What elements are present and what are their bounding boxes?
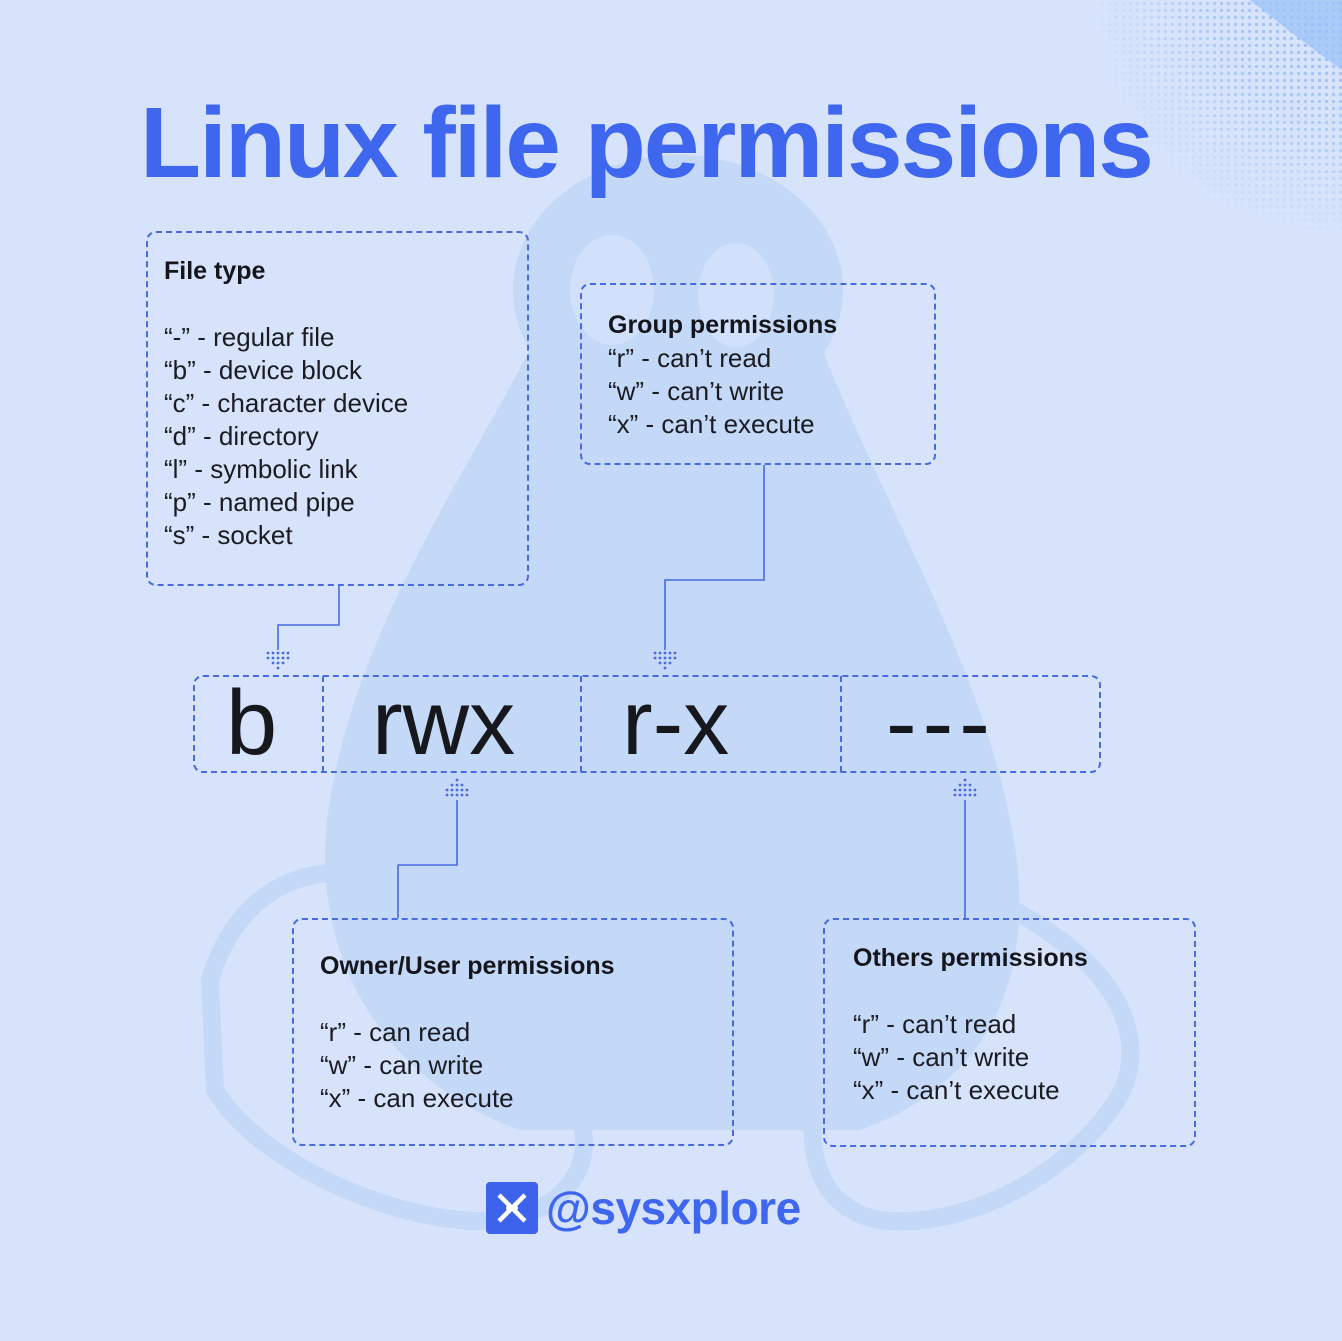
- file-type-title: File type: [164, 257, 266, 285]
- others-permission-chars: ---: [886, 672, 996, 774]
- owner-permission-item: “x” - can execute: [320, 1083, 514, 1113]
- connector-lines: [277, 465, 966, 918]
- group-permission-item: “w” - can’t write: [608, 376, 785, 406]
- sysxplore-logo-icon: [486, 1182, 538, 1234]
- segment-divider: [840, 676, 842, 772]
- others-permission-item: “x” - can’t execute: [853, 1075, 1060, 1105]
- file-type-box: File type “-” - regular file “b” - devic…: [146, 231, 529, 586]
- tux-penguin-watermark: [200, 155, 1140, 1231]
- owner-permissions-title: Owner/User permissions: [320, 952, 615, 980]
- others-permissions-box: Others permissions “r” - can’t read “w” …: [823, 918, 1196, 1147]
- group-permissions-box: Group permissions “r” - can’t read “w” -…: [580, 283, 936, 465]
- owner-permissions-box: Owner/User permissions “r” - can read “w…: [292, 918, 734, 1146]
- owner-permission-chars: rwx: [372, 672, 516, 774]
- file-type-item: “c” - character device: [164, 388, 409, 418]
- segment-divider: [580, 676, 582, 772]
- file-type-char: b: [226, 672, 278, 774]
- file-type-item: “d” - directory: [164, 421, 319, 451]
- owner-permission-item: “w” - can write: [320, 1050, 484, 1080]
- brand-handle: @sysxplore: [546, 1182, 801, 1234]
- halftone-corner-pattern: [1090, 0, 1342, 240]
- connector-dot-markers: [266, 651, 977, 797]
- others-permission-item: “w” - can’t write: [853, 1042, 1030, 1072]
- file-type-item: “p” - named pipe: [164, 487, 355, 517]
- permission-string-frame: [193, 675, 1101, 773]
- page-title: Linux file permissions: [140, 87, 1154, 199]
- owner-permission-item: “r” - can read: [320, 1017, 471, 1047]
- segment-divider: [322, 676, 324, 772]
- group-permissions-title: Group permissions: [608, 311, 838, 339]
- file-type-item: “s” - socket: [164, 520, 293, 550]
- others-permission-item: “r” - can’t read: [853, 1009, 1017, 1039]
- file-type-item: “-” - regular file: [164, 322, 335, 352]
- others-permissions-title: Others permissions: [853, 944, 1088, 972]
- file-type-item: “l” - symbolic link: [164, 454, 358, 484]
- group-permission-item: “x” - can’t execute: [608, 409, 815, 439]
- brand: @sysxplore: [486, 1182, 801, 1234]
- group-permission-item: “r” - can’t read: [608, 343, 772, 373]
- file-type-item: “b” - device block: [164, 355, 362, 385]
- group-permission-chars: r-x: [622, 672, 730, 774]
